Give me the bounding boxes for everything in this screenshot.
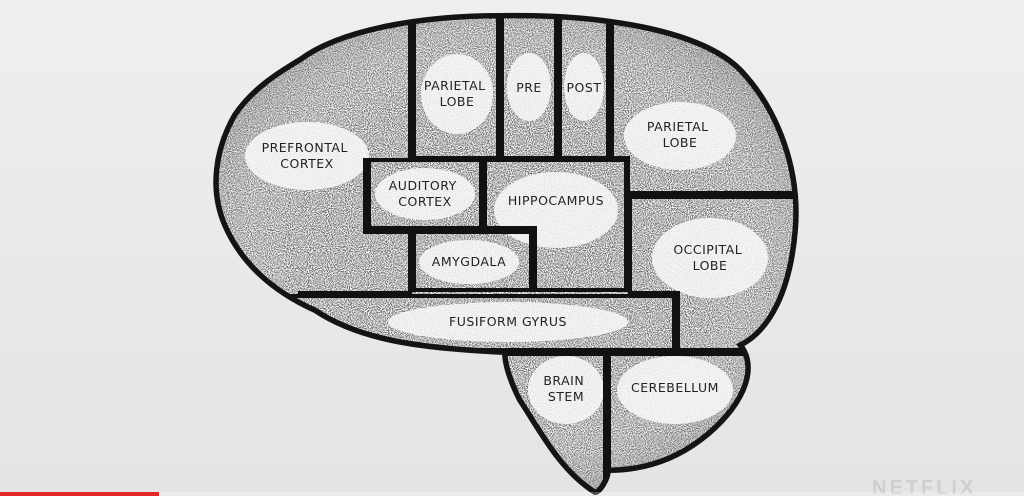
- label-backdrops: [245, 53, 768, 424]
- video-progress-fill: [0, 492, 159, 496]
- label-fusiform: FUSIFORM GYRUS: [449, 314, 567, 329]
- label-auditory: AUDITORY CORTEX: [389, 178, 462, 209]
- label-brainstem: BRAIN STEM: [543, 373, 588, 404]
- label-hippocampus: HIPPOCAMPUS: [508, 193, 604, 208]
- label-occipital: OCCIPITAL LOBE: [673, 242, 746, 273]
- video-progress-bar[interactable]: [0, 492, 1024, 496]
- label-parietal-top: PARIETAL LOBE: [424, 78, 490, 109]
- label-post: POST: [567, 80, 602, 95]
- label-pre: PRE: [516, 80, 542, 95]
- netflix-watermark: NETFLIX: [872, 477, 976, 496]
- label-amygdala: AMYGDALA: [432, 254, 506, 269]
- label-prefrontal: PREFRONTAL CORTEX: [262, 140, 353, 171]
- label-parietal-right: PARIETAL LOBE: [647, 119, 713, 150]
- label-cerebellum: CEREBELLUM: [631, 380, 719, 395]
- brain-outline-top: [213, 13, 799, 495]
- region-labels: PREFRONTAL CORTEX PARIETAL LOBE PRE POST…: [262, 78, 746, 404]
